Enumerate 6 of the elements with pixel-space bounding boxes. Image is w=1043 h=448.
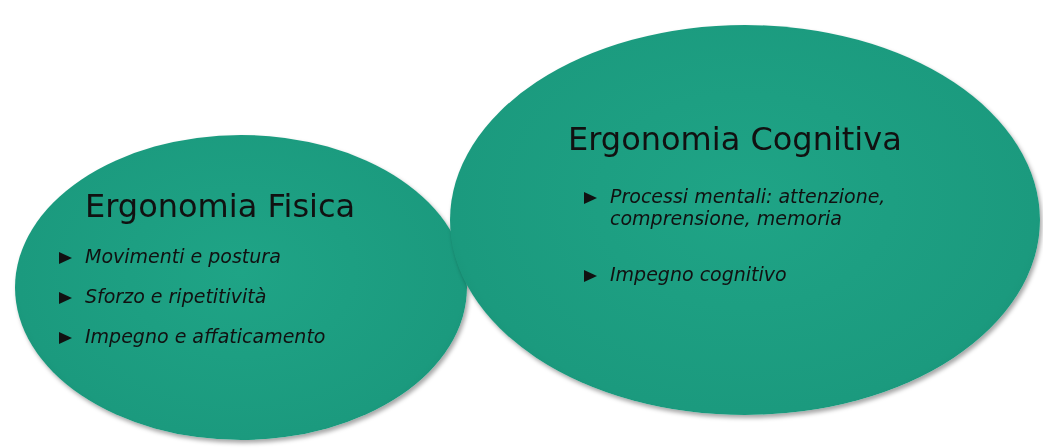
- heading: Ergonomia Cognitiva: [568, 120, 902, 158]
- list-item: Sforzo e ripetitività: [55, 285, 445, 307]
- list-item: Processi mentali: attenzione, comprensione, memoria: [580, 185, 990, 229]
- heading: Ergonomia Fisica: [85, 187, 356, 225]
- list-item: Movimenti e postura: [55, 245, 445, 267]
- list-item: Impegno cognitivo: [580, 263, 970, 285]
